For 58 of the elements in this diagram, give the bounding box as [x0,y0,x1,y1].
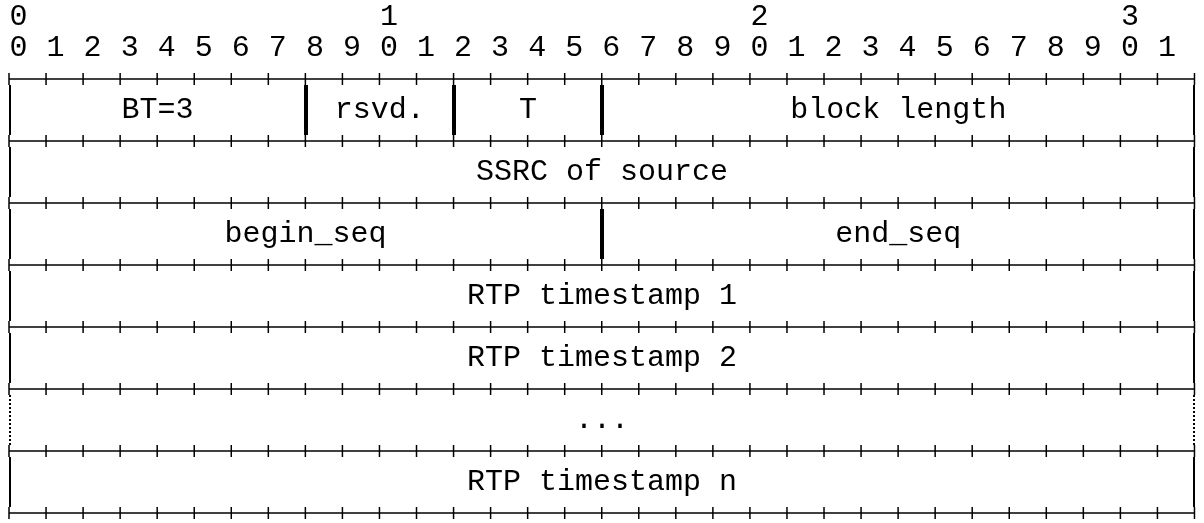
packet-field [9,457,1195,507]
bit-decade-number: 2 [750,2,769,32]
bit-number: 2 [83,33,102,63]
bit-decade-number: 1 [380,2,398,32]
bit-decade-number: 0 [9,2,28,32]
bit-number: 6 [602,33,621,63]
field-label: rsvd. [334,95,425,125]
bit-number: 8 [676,33,695,63]
bit-number: 1 [1157,33,1176,63]
bit-number: 8 [1046,33,1065,63]
packet-field [9,209,602,259]
packet-field [602,209,1195,259]
bit-number: 5 [935,33,954,63]
packet-field [9,147,1195,197]
bit-number: 6 [231,33,250,63]
field-label: RTP timestamp 1 [466,281,737,311]
field-label: ... [574,405,629,435]
bit-number: 1 [417,33,435,63]
bit-number: 3 [120,33,139,63]
bit-number: 0 [1120,33,1139,63]
bit-number: 7 [1009,33,1028,63]
bit-number: 9 [342,33,361,63]
bit-number: 9 [713,33,732,63]
field-label: RTP timestamp 2 [466,343,737,373]
packet-field [602,85,1195,135]
packet-field [9,333,1195,383]
bit-number: 7 [268,33,287,63]
bit-number: 1 [787,33,806,63]
bit-number: 0 [380,33,398,63]
bit-number: 4 [157,33,176,63]
bit-number: 2 [824,33,843,63]
packet-field [305,85,454,135]
bit-number: 0 [9,33,28,63]
field-label: end_seq [835,219,962,249]
bit-number: 3 [861,33,880,63]
bit-number: 5 [565,33,584,63]
bit-number: 3 [491,33,510,63]
packet-field [453,85,602,135]
bit-number: 7 [639,33,658,63]
packet-field [9,85,306,135]
bit-number: 8 [305,33,324,63]
bit-decade-number: 3 [1120,2,1139,32]
field-label: RTP timestamp n [466,467,737,497]
field-label: block length [790,95,1007,125]
packet-field [9,271,1195,321]
field-label: T [518,95,537,125]
bit-number: 1 [46,33,65,63]
field-label: BT=3 [121,95,194,125]
bit-number: 0 [750,33,769,63]
bit-number: 4 [898,33,917,63]
field-label: begin_seq [224,219,387,249]
packet-field [9,395,1195,445]
bit-number: 5 [194,33,213,63]
bit-number: 2 [454,33,473,63]
bit-number: 6 [972,33,991,63]
bit-number: 9 [1083,33,1102,63]
field-label: SSRC of source [475,157,728,187]
bit-number: 4 [528,33,547,63]
